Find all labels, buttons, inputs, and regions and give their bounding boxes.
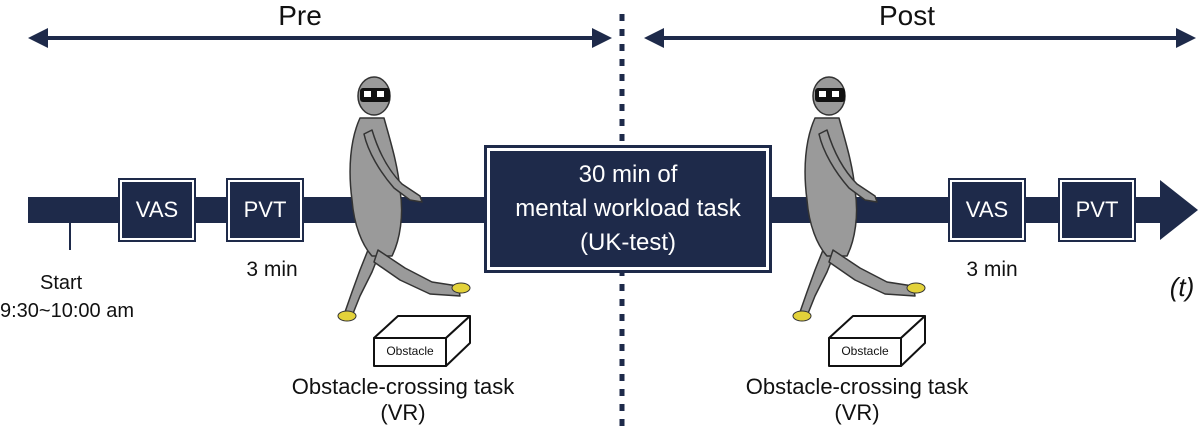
pre-phase-label: Pre	[278, 0, 322, 31]
start-time-label: 9:30~10:00 am	[0, 300, 134, 322]
post-obstacle-label: Obstacle	[841, 344, 889, 358]
post-task-title: Obstacle-crossing task	[745, 374, 969, 399]
walking-person-icon	[792, 76, 926, 322]
vr-headset-icon	[360, 88, 390, 102]
vr-headset-icon	[815, 88, 845, 102]
pre-vas-box: VAS	[118, 178, 196, 242]
pre-task-sub: (VR)	[380, 400, 426, 425]
pre-span-arrow	[28, 28, 612, 48]
walking-person-icon	[337, 76, 471, 322]
obstacle-box-icon	[373, 315, 471, 367]
post-phase-label: Post	[878, 0, 936, 31]
workload-line-3: (UK-test)	[580, 229, 676, 256]
pre-pvt-box: PVT	[226, 178, 304, 242]
pre-duration-label: 3 min	[246, 258, 298, 281]
obstacle-box-icon	[828, 315, 926, 367]
mental-workload-box: 30 min of mental workload task (UK-test)	[484, 145, 772, 273]
post-vas-box: VAS	[948, 178, 1026, 242]
pre-task-title: Obstacle-crossing task	[291, 374, 515, 399]
start-label: Start	[40, 272, 83, 294]
post-span-arrow	[644, 28, 1196, 48]
pre-obstacle-label: Obstacle	[386, 344, 434, 358]
time-axis-symbol: (t)	[1169, 272, 1195, 302]
post-duration-label: 3 min	[966, 258, 1018, 281]
workload-line-2: mental workload task	[515, 195, 741, 222]
post-pvt-box: PVT	[1058, 178, 1136, 242]
workload-line-1: 30 min of	[578, 161, 678, 188]
post-task-sub: (VR)	[834, 400, 880, 425]
